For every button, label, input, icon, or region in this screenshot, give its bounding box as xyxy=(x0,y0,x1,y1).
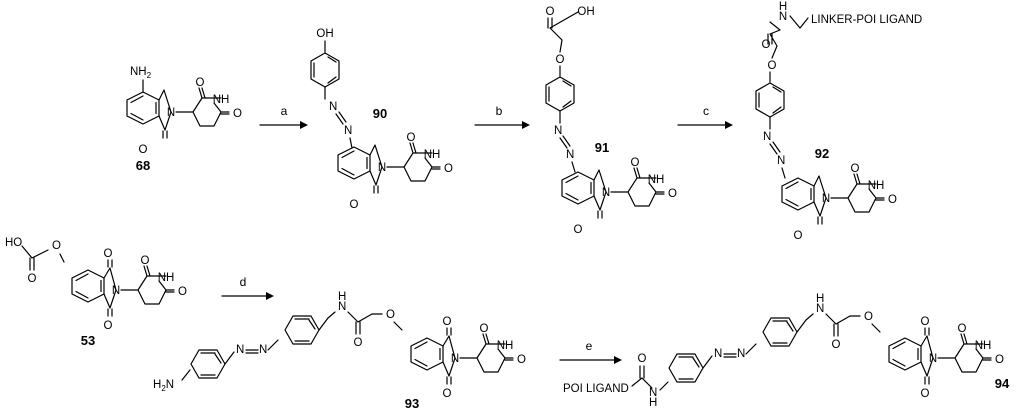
compound-label-53: 53 xyxy=(81,333,95,348)
reagent-label-e: e xyxy=(586,339,593,353)
compound-label-94: 94 xyxy=(995,376,1010,391)
reaction-arrow-a: a xyxy=(259,104,308,129)
azo-nitrogen-1: N xyxy=(763,131,771,143)
azo-nitrogen-2: N xyxy=(259,344,267,356)
carbonyl-oxygen: O xyxy=(546,6,555,18)
compound-94: POI LIGAND O N H N N N H O O 94 xyxy=(563,293,1010,409)
azo-nitrogen-2: N xyxy=(737,348,745,360)
azo-nitrogen-1: N xyxy=(236,344,244,356)
hydroxyl-label: OH xyxy=(316,28,333,40)
reagent-label-d: d xyxy=(240,275,247,289)
urea-nh-n: N xyxy=(649,387,657,399)
compound-label-91: 91 xyxy=(595,140,609,155)
amide-nh-n: N xyxy=(779,11,787,23)
compound-label-68: 68 xyxy=(136,158,150,173)
reagent-label-c: c xyxy=(703,104,709,118)
compound-label-90: 90 xyxy=(373,106,387,121)
ether-oxygen: O xyxy=(768,60,777,72)
ether-oxygen: O xyxy=(556,54,565,66)
poi-ligand-label: POI LIGAND xyxy=(563,383,629,395)
linker-ligand-label: LINKER-POI LIGAND xyxy=(811,14,922,26)
amide-nh-h: H xyxy=(338,291,346,303)
ether-oxygen: O xyxy=(386,309,395,321)
reaction-arrow-d: d xyxy=(221,275,274,300)
compound-53: HO O O 53 xyxy=(5,237,188,348)
compound-93: H2N N N N H O O 93 xyxy=(153,291,527,411)
amide-oxygen: O xyxy=(762,39,771,51)
ether-oxygen: O xyxy=(52,240,61,252)
acid-hydroxyl: OH xyxy=(577,6,594,18)
compound-68: NH2 68 xyxy=(126,66,243,173)
reaction-arrow-b: b xyxy=(474,104,530,129)
compound-92: O N H LINKER-POI LIGAND O N N 92 xyxy=(755,1,922,243)
amide-nh-h: H xyxy=(779,1,787,13)
azo-nitrogen-2: N xyxy=(777,155,785,167)
amide-nh-n: N xyxy=(338,301,346,313)
acid-hydroxyl: HO xyxy=(5,237,22,249)
azo-nitrogen-1: N xyxy=(329,101,337,113)
reaction-arrow-e: e xyxy=(559,339,622,364)
amide-oxygen: O xyxy=(354,337,363,349)
compound-label-92: 92 xyxy=(815,146,829,161)
urea-nh-h: H xyxy=(649,397,657,409)
compound-91: O OH O N N 91 xyxy=(545,6,678,237)
amide-nh-h: H xyxy=(816,293,824,305)
reagent-label-b: b xyxy=(496,104,503,118)
azo-nitrogen-2: N xyxy=(344,125,352,137)
amide-nh-n: N xyxy=(816,303,824,315)
azo-nitrogen-2: N xyxy=(566,149,574,161)
reaction-arrow-c: c xyxy=(677,104,733,129)
urea-oxygen: O xyxy=(638,353,647,365)
amine-label: H2N xyxy=(153,379,174,393)
ether-oxygen: O xyxy=(864,311,873,323)
reagent-label-a: a xyxy=(281,104,288,118)
carbonyl-oxygen: O xyxy=(28,273,37,285)
azo-nitrogen-1: N xyxy=(714,348,722,360)
amide-oxygen: O xyxy=(832,339,841,351)
compound-label-93: 93 xyxy=(405,396,419,411)
azo-nitrogen-1: N xyxy=(554,125,562,137)
compound-90: OH N N 90 xyxy=(310,28,454,212)
amine-label: NH2 xyxy=(130,66,152,80)
